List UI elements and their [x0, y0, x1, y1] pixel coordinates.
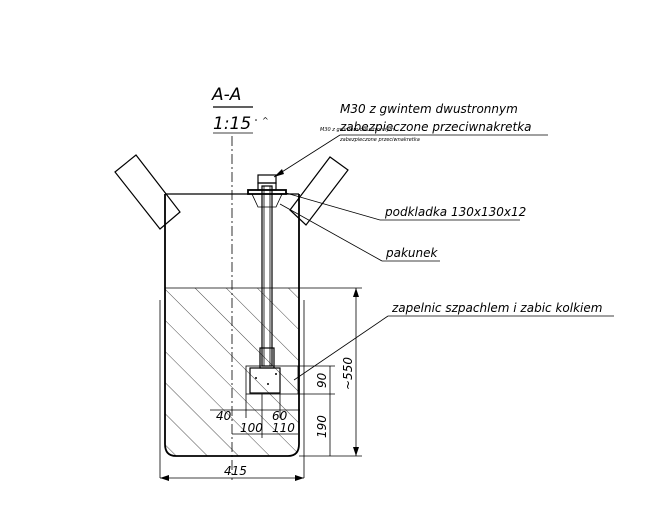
section-scale: 1:15 — [213, 114, 251, 134]
callout-packing-text: pakunek — [385, 246, 439, 260]
dim-415-arrow-right — [295, 475, 304, 481]
dim-550-arrow-bottom — [353, 447, 359, 456]
dim-550-text: ~550 — [341, 357, 355, 390]
filler-dot-1 — [255, 377, 257, 379]
dim-415-arrow-left — [160, 475, 169, 481]
filler-dot-3 — [275, 373, 277, 375]
section-title: A-A 1:15 ^ — [211, 85, 269, 134]
anchor-bolt — [245, 174, 299, 395]
dim-100-text: 100 — [240, 421, 263, 435]
callout-packing-leader — [279, 203, 383, 262]
dim-110-text: 110 — [272, 421, 295, 435]
pit-outline — [164, 194, 300, 457]
dimensions: 90 190 ~550 40 60 100 110 415 — [160, 287, 362, 481]
dim-415-text: 415 — [224, 464, 247, 478]
dim-550-arrow-top — [353, 288, 359, 297]
callout-bolt-line2: zabezpieczone przeciwnakretka — [339, 120, 532, 134]
callout-fill-leader — [293, 315, 389, 381]
filler-dot-2 — [267, 383, 269, 385]
section-dot — [255, 119, 257, 121]
callout-fill: zapelnic szpachlem i zabic kolkiem — [293, 301, 614, 381]
callout-packing: pakunek — [279, 203, 440, 262]
callout-washer: podkladka 130x130x12 — [285, 192, 526, 221]
packing-ring — [251, 193, 283, 208]
dim-40-text: 40 — [216, 409, 232, 423]
callout-fill-text: zapelnic szpachlem i zabic kolkiem — [391, 301, 602, 315]
callout-washer-text: podkladka 130x130x12 — [384, 205, 526, 219]
right-brace — [289, 156, 349, 226]
foundation-block — [165, 287, 299, 456]
callout-washer-leader — [285, 192, 381, 221]
callout-bolt-line1: M30 z gwintem dwustronnym — [340, 102, 518, 116]
anchor-block — [249, 367, 281, 394]
washer-plate — [247, 189, 287, 195]
pit-walls — [159, 193, 305, 478]
callout-bolt-leader — [273, 134, 341, 178]
callout-bolt-small1: M30 z gwintem dwustronnym — [320, 127, 394, 133]
section-label: A-A — [211, 85, 241, 105]
top-nut — [257, 174, 277, 184]
callout-bolt-small2: zabezpieczone przeciwnakretka — [339, 137, 420, 143]
dim-90-text: 90 — [315, 372, 329, 388]
callout-bolt-arrow — [274, 169, 284, 177]
dim-60-text: 60 — [272, 409, 288, 423]
left-brace — [114, 154, 181, 230]
section-small-mark: ^ — [262, 116, 269, 125]
wood-plug — [245, 365, 299, 395]
foundation-hatch — [165, 288, 299, 456]
callout-bolt: M30 z gwintem dwustronnym zabezpieczone … — [273, 102, 548, 178]
dim-190-text: 190 — [315, 415, 329, 438]
